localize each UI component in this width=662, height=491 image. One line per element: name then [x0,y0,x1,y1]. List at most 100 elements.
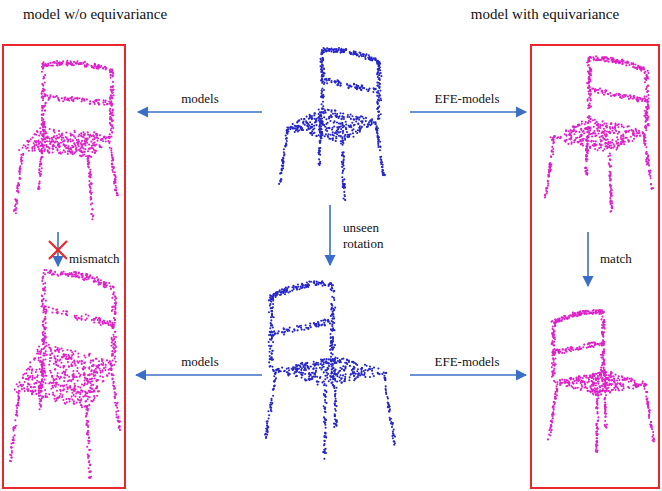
cloud-point [335,131,337,133]
cloud-point [297,127,299,129]
cloud-point [376,132,378,134]
cloud-point [367,90,369,92]
cloud-point [379,156,381,158]
cloud-point [323,89,325,91]
cloud-point [356,118,358,120]
cloud-point [357,122,359,124]
cloud-point [321,89,323,91]
cloud-point [318,108,320,110]
cloud-point [353,124,355,126]
cloud-point [333,48,335,50]
cloud-point [346,83,348,85]
cloud-point [332,134,334,136]
cloud-point [325,112,327,114]
cloud-point [380,163,382,165]
cloud-point [295,125,297,127]
cloud-point [342,179,344,181]
cloud-point [336,133,338,135]
cloud-point [364,58,366,60]
cloud-point [345,121,347,123]
cloud-point [278,183,280,185]
cloud-point [338,81,340,83]
cloud-point [286,132,288,134]
cloud-point [365,117,367,119]
cloud-point [321,78,323,80]
cloud-point [343,168,345,170]
cloud-point [363,124,365,126]
cloud-point [312,132,314,134]
cloud-point [348,86,350,88]
cloud-point [350,113,352,115]
cloud-point [336,84,338,86]
cloud-point [344,139,346,141]
cloud-point [349,84,351,86]
cloud-point [377,115,379,117]
cloud-point [336,126,338,128]
cloud-point [347,114,349,116]
cloud-point [356,85,358,87]
cloud-point [309,127,311,129]
cloud-point [280,180,282,182]
cloud-point [341,172,343,174]
cloud-point [378,99,380,101]
cloud-point [350,118,352,120]
cloud-point [319,111,321,113]
cloud-point [321,71,323,73]
chair-cloud [278,47,386,201]
cloud-point [338,122,340,124]
cloud-point [313,114,315,116]
cloud-point [376,125,378,127]
cloud-point [302,120,304,122]
cloud-point [323,50,325,52]
cloud-point [359,87,361,89]
cloud-point [339,112,341,114]
cloud-point [340,118,342,120]
cloud-point [314,112,316,114]
cloud-point [321,107,323,109]
cloud-point [344,183,346,185]
cloud-point [305,120,307,122]
cloud-point [342,112,344,114]
cloud-point [333,120,335,122]
cloud-point [327,122,329,124]
cloud-point [343,125,345,127]
cloud-point [381,171,383,173]
cloud-point [348,136,350,138]
cloud-point [321,87,323,89]
cloud-point [356,132,358,134]
cloud-point [340,84,342,86]
cloud-point [342,130,344,132]
cloud-point [343,118,345,120]
cloud-point [343,158,345,160]
cloud-point [309,115,311,117]
cloud-point [332,113,334,115]
cloud-point [349,53,351,55]
cloud-point [348,116,350,118]
cloud-point [283,151,285,153]
cloud-point [318,158,320,160]
cloud-point [334,80,336,82]
cloud-point [336,121,338,123]
cloud-point [325,133,327,135]
cloud-point [342,165,344,167]
cloud-point [360,54,362,56]
cloud-point [297,120,299,122]
cloud-point [313,127,315,129]
cloud-point [323,75,325,77]
cloud-point [296,121,298,123]
cloud-point [359,125,361,127]
cloud-point [335,140,337,142]
cloud-point [324,135,326,137]
cloud-point [340,135,342,137]
cloud-point [321,82,323,84]
cloud-point [318,149,320,151]
cloud-point [378,78,380,80]
cloud-point [359,52,361,54]
cloud-point [373,87,375,89]
cloud-point [334,109,336,111]
cloud-point [365,120,367,122]
cloud-point [377,107,379,109]
cloud-point [330,50,332,52]
cloud-point [315,120,317,122]
cloud-point [323,81,325,83]
